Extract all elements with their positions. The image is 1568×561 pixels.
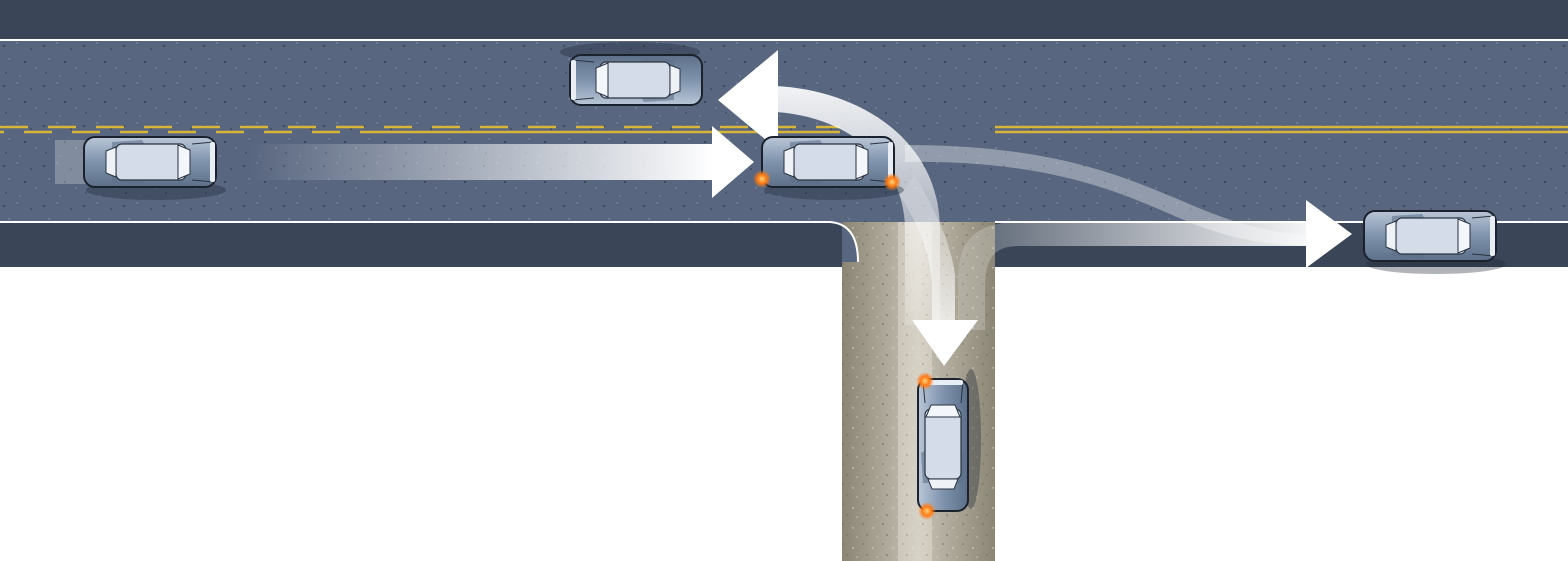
corner-curb xyxy=(830,222,858,262)
arrow-straight-icon xyxy=(250,126,754,198)
turn-signal-icon xyxy=(918,502,936,520)
center-line-right xyxy=(995,125,1568,134)
turn-signal-icon xyxy=(916,372,934,390)
car-turning-left-into-side-road xyxy=(753,136,905,201)
car-eastbound-right xyxy=(1363,210,1507,275)
arrow-curve-left-icon xyxy=(718,50,940,325)
arrow-sweep-right xyxy=(905,145,1320,246)
turn-signal-icon xyxy=(753,170,771,188)
turn-signal-icon xyxy=(883,173,901,191)
car-westbound-top xyxy=(559,41,703,106)
road-shoulder-bottom-left xyxy=(0,222,845,267)
arrow-curve-down-icon xyxy=(900,175,978,366)
edge-line-bottom-left xyxy=(0,221,859,263)
arrow-curve-right-icon xyxy=(958,200,1352,330)
road-shoulder-top xyxy=(0,0,1568,40)
car-approaching-left xyxy=(55,136,227,201)
car-exiting-side-road xyxy=(916,368,982,520)
